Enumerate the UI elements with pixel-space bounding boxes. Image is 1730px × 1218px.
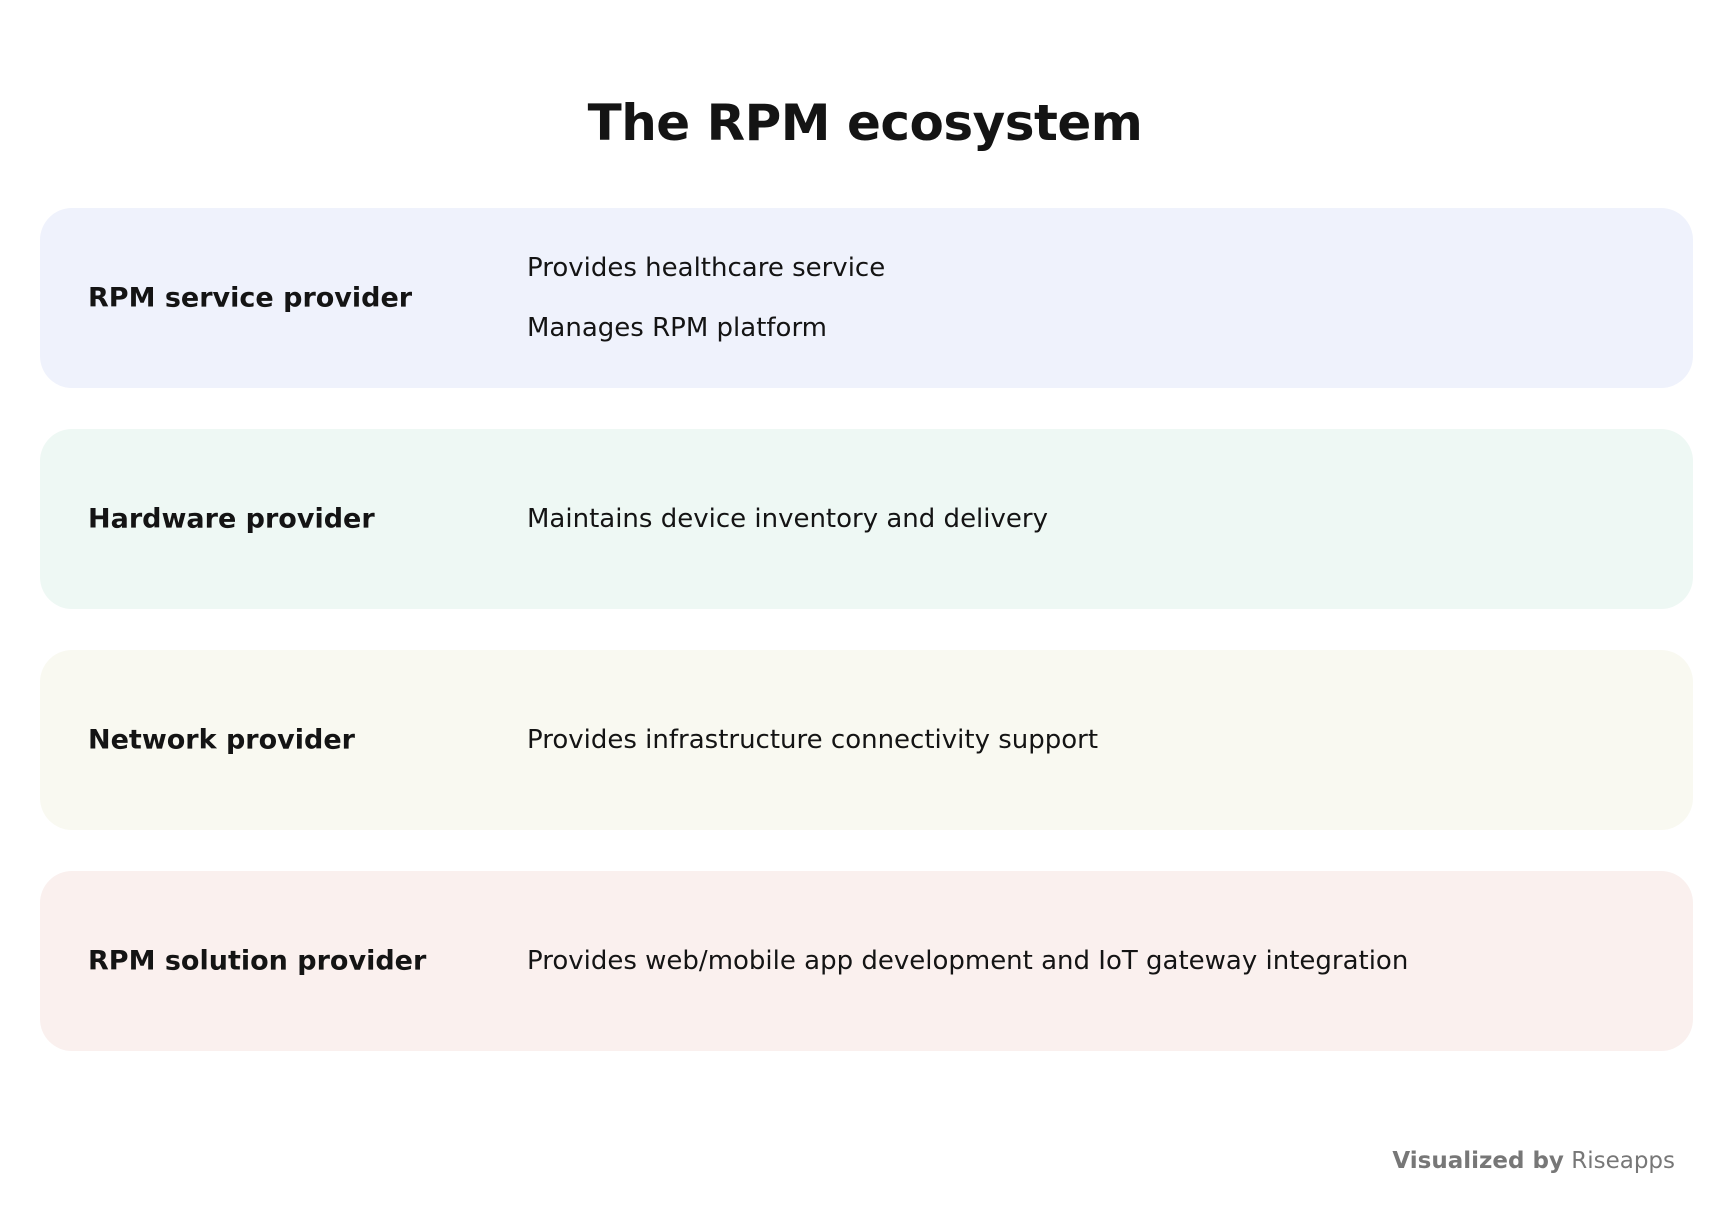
row-description-list: Provides web/mobile app development and … [527,944,1408,978]
row-network-provider: Network provider Provides infrastructure… [40,650,1693,830]
attribution: Visualized by Riseapps [1392,1148,1675,1174]
row-description-list: Provides infrastructure connectivity sup… [527,723,1098,757]
page-title: The RPM ecosystem [587,94,1143,152]
ecosystem-list: RPM service provider Provides healthcare… [40,208,1693,1092]
row-label: Hardware provider [88,503,375,535]
row-description-item: Manages RPM platform [527,313,828,343]
row-description-list: Provides healthcare service Manages RPM … [527,251,885,345]
row-label: Network provider [88,724,355,756]
row-description-item: Provides healthcare service [527,253,886,283]
row-label: RPM service provider [88,282,413,314]
row-description-item: Provides infrastructure connectivity sup… [527,725,1099,755]
attribution-brand: Riseapps [1571,1148,1675,1174]
row-description-list: Maintains device inventory and delivery [527,502,1048,536]
row-hardware-provider: Hardware provider Maintains device inven… [40,429,1693,609]
row-label: RPM solution provider [88,945,427,977]
attribution-prefix: Visualized by [1392,1148,1564,1174]
row-description-item: Maintains device inventory and delivery [527,504,1048,534]
row-rpm-solution-provider: RPM solution provider Provides web/mobil… [40,871,1693,1051]
row-description-item: Provides web/mobile app development and … [527,946,1409,976]
row-rpm-service-provider: RPM service provider Provides healthcare… [40,208,1693,388]
